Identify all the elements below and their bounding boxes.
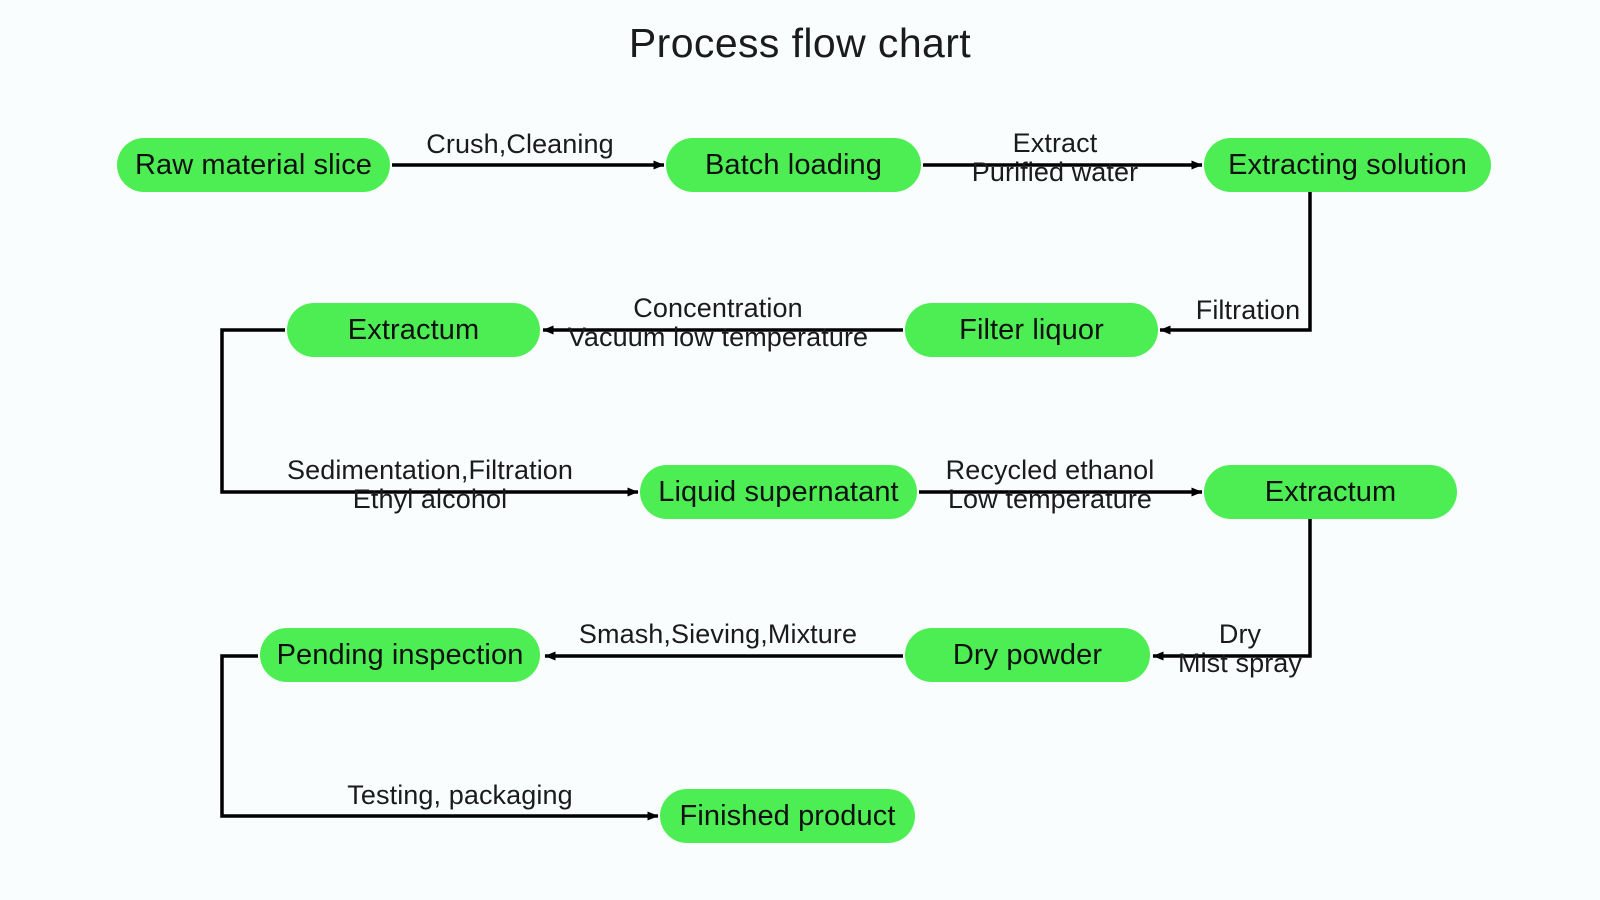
edge-label-dry-mist-spray: Dry Mist spray: [1177, 619, 1303, 679]
node-label: Extractum: [1264, 475, 1397, 508]
edge-label-smash-sieving-mixture: Smash,Sieving,Mixture: [578, 619, 858, 649]
node-extracting-solution[interactable]: Extracting solution: [1204, 138, 1491, 192]
edge-sedimentation-filtration: [220, 328, 639, 497]
node-finished-product[interactable]: Finished product: [660, 789, 915, 843]
node-label: Raw material slice: [134, 148, 373, 181]
node-extractum-1[interactable]: Extractum: [287, 303, 540, 357]
node-raw-material-slice[interactable]: Raw material slice: [117, 138, 390, 192]
edge-label-sedimentation-filtration: Sedimentation,Filtration Ethyl alcohol: [286, 455, 574, 515]
node-batch-loading[interactable]: Batch loading: [666, 138, 921, 192]
edge-label-line-above: Filtration: [1195, 295, 1301, 325]
edge-dry-mist-spray: [1152, 519, 1312, 661]
edge-label-line-below: Mist spray: [1177, 648, 1303, 679]
edge-testing-packaging: [220, 654, 659, 821]
node-label: Finished product: [679, 799, 896, 832]
node-pending-inspection[interactable]: Pending inspection: [260, 628, 540, 682]
edge-label-line-above: Extract: [1012, 128, 1098, 158]
edge-label-line-above: Concentration: [633, 293, 803, 323]
node-label: Extracting solution: [1228, 148, 1467, 181]
node-label: Batch loading: [704, 148, 883, 181]
edge-label-line-below: Vacuum low temperature: [567, 322, 869, 353]
edge-label-line-above: Crush,Cleaning: [426, 129, 614, 159]
node-extractum-2[interactable]: Extractum: [1204, 465, 1457, 519]
edge-label-line-above: Dry: [1218, 619, 1262, 649]
edge-label-crush-cleaning: Crush,Cleaning: [426, 129, 614, 159]
node-liquid-supernatant[interactable]: Liquid supernatant: [640, 465, 917, 519]
edge-label-line-below: Ethyl alcohol: [352, 484, 508, 515]
node-label: Extractum: [347, 313, 480, 346]
edge-label-line-above: Sedimentation,Filtration: [286, 455, 574, 485]
node-label: Liquid supernatant: [658, 475, 899, 508]
node-label: Dry powder: [952, 638, 1103, 671]
edge-label-line-above: Recycled ethanol: [945, 455, 1155, 485]
node-label: Filter liquor: [959, 313, 1104, 346]
edge-label-line-below: Purified water: [971, 157, 1139, 188]
edge-label-recycled-ethanol: Recycled ethanol Low temperature: [945, 455, 1155, 515]
edge-label-line-below: Low temperature: [947, 484, 1153, 515]
edge-label-line-above: Smash,Sieving,Mixture: [578, 619, 858, 649]
node-dry-powder[interactable]: Dry powder: [905, 628, 1150, 682]
node-label: Pending inspection: [276, 638, 524, 671]
edge-label-concentration-vacuum: Concentration Vacuum low temperature: [567, 293, 869, 353]
node-filter-liquor[interactable]: Filter liquor: [905, 303, 1158, 357]
edge-label-testing-packaging: Testing, packaging: [347, 780, 573, 810]
edge-filtration: [1159, 192, 1312, 335]
page-title: Process flow chart: [628, 20, 972, 66]
edge-label-filtration: Filtration: [1195, 295, 1301, 325]
edge-label-extract-purified-water: Extract Purified water: [971, 128, 1139, 188]
edge-label-line-above: Testing, packaging: [347, 780, 573, 810]
